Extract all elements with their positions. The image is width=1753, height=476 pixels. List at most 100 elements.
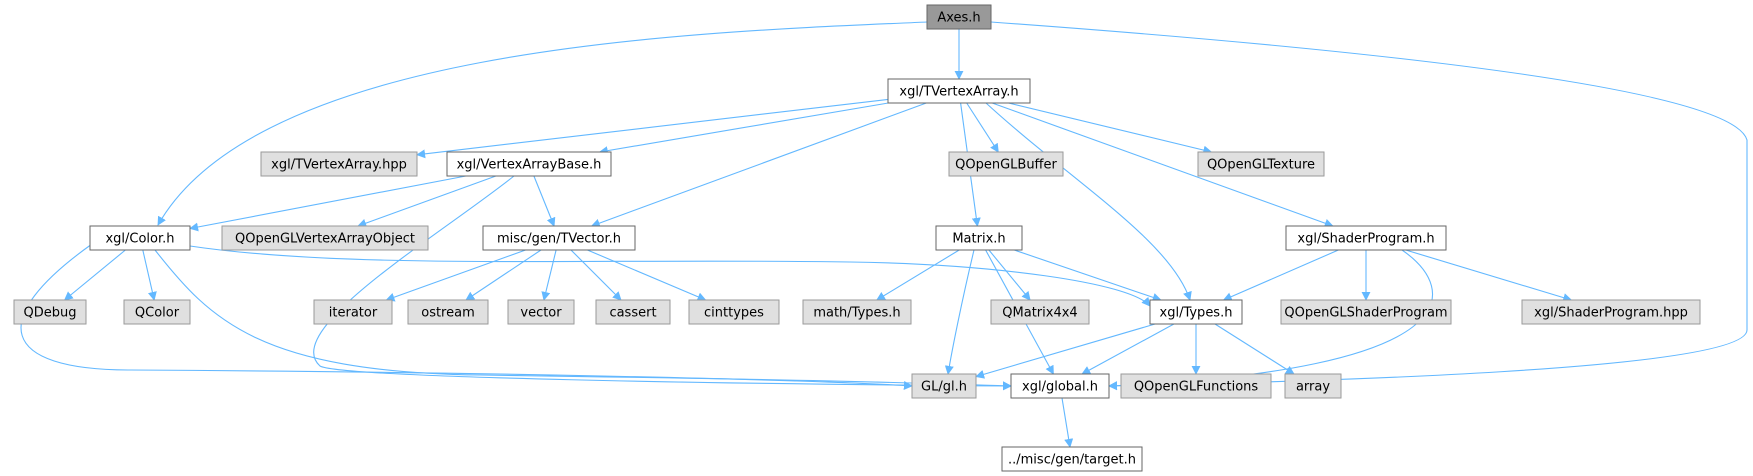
node-label: xgl/Color.h <box>105 232 174 247</box>
edges-layer <box>20 21 1748 448</box>
node-ostream: ostream <box>407 299 489 325</box>
node-box <box>1010 373 1110 399</box>
node-tvertexarray[interactable]: xgl/TVertexArray.h <box>887 78 1031 104</box>
node-box <box>1284 373 1342 399</box>
edge-tvector-to-ostream <box>465 249 542 301</box>
node-label: cassert <box>609 306 656 321</box>
node-box <box>1120 373 1272 399</box>
node-tvertexarray_hpp: xgl/TVertexArray.hpp <box>260 151 418 177</box>
node-tvector[interactable]: misc/gen/TVector.h <box>482 225 636 251</box>
node-box <box>482 225 636 251</box>
node-box <box>948 151 1064 177</box>
node-qcolor: QColor <box>123 299 191 325</box>
edge-arrow <box>1214 323 1295 375</box>
node-target[interactable]: ../misc/gen/target.h <box>1001 446 1143 472</box>
edge-arrow <box>416 98 889 159</box>
node-box <box>221 225 429 251</box>
node-qopenglvao: QOpenGLVertexArrayObject <box>221 225 429 251</box>
edge-arrow <box>1081 323 1175 375</box>
node-matrix[interactable]: Matrix.h <box>935 225 1023 251</box>
edge-arrow <box>590 102 927 228</box>
node-box <box>688 299 780 325</box>
edge-tvertexarray-to-tvector <box>590 102 927 228</box>
edge-vertexarraybase-to-qopenglvao <box>357 175 497 228</box>
edge-types-to-global <box>1081 323 1175 375</box>
node-box <box>1149 299 1243 325</box>
node-label: ostream <box>421 306 475 321</box>
edge-arrow <box>985 102 1192 301</box>
edge-color-to-qcolor <box>142 249 157 301</box>
edge-arrow <box>1061 397 1074 448</box>
node-box <box>911 373 977 399</box>
node-qdebug: QDebug <box>13 299 87 325</box>
edge-arrow <box>966 102 999 153</box>
edge-arrow <box>142 249 157 301</box>
edge-tvector-to-vector <box>541 249 557 301</box>
node-box <box>313 299 393 325</box>
edge-arrow <box>541 249 557 301</box>
node-box <box>89 225 191 251</box>
node-box <box>1197 151 1325 177</box>
node-label: QMatrix4x4 <box>1002 306 1077 321</box>
node-label: QOpenGLBuffer <box>955 158 1057 173</box>
edge-types-to-array <box>1214 323 1295 375</box>
nodes-layer: Axes.h xgl/TVertexArray.h xgl/TVertexArray… <box>13 4 1701 472</box>
edge-matrix-to-mathtypes <box>876 249 960 301</box>
edge-tvertexarray-to-shaderprogram <box>992 102 1334 228</box>
node-box <box>595 299 671 325</box>
node-qopenglfunctions: QOpenGLFunctions <box>1120 373 1272 399</box>
node-cassert: cassert <box>595 299 671 325</box>
node-label: misc/gen/TVector.h <box>497 232 621 247</box>
node-vector: vector <box>507 299 575 325</box>
edge-tvector-to-iterator <box>385 249 526 302</box>
node-iterator: iterator <box>313 299 393 325</box>
node-shaderprogram[interactable]: xgl/ShaderProgram.h <box>1285 225 1447 251</box>
edge-color-to-qdebug <box>63 249 126 301</box>
node-label: xgl/ShaderProgram.h <box>1297 232 1434 247</box>
edge-arrow <box>157 21 928 226</box>
edge-arrow <box>587 249 707 301</box>
node-box <box>935 225 1023 251</box>
node-vertexarraybase[interactable]: xgl/VertexArrayBase.h <box>446 151 612 177</box>
edge-matrix-to-types <box>1014 249 1162 302</box>
edge-types-to-glh <box>975 323 1156 379</box>
node-label: xgl/global.h <box>1022 380 1098 395</box>
node-label: Matrix.h <box>952 232 1005 247</box>
node-shaderprogram_hpp: xgl/ShaderProgram.hpp <box>1521 299 1701 325</box>
node-box <box>446 151 612 177</box>
edge-shaderprogram-to-shaderprogram_hpp <box>1405 249 1573 302</box>
edge-arrow <box>385 249 526 302</box>
edge-matrix-to-glh <box>944 249 975 375</box>
node-box <box>1280 299 1452 325</box>
node-box <box>507 299 575 325</box>
edge-arrow <box>988 249 1031 301</box>
node-color[interactable]: xgl/Color.h <box>89 225 191 251</box>
edge-tvertexarray-to-types <box>985 102 1192 301</box>
edge-tvertexarray-to-qopengltexture <box>1008 102 1213 155</box>
edge-arrow <box>189 175 467 232</box>
node-label: QOpenGLFunctions <box>1134 380 1259 395</box>
edge-axes-to-global <box>990 21 1748 391</box>
node-label: xgl/TVertexArray.h <box>899 85 1018 100</box>
node-qmatrix4x4: QMatrix4x4 <box>990 299 1090 325</box>
node-global[interactable]: xgl/global.h <box>1010 373 1110 399</box>
node-label: vector <box>520 306 562 321</box>
node-types[interactable]: xgl/Types.h <box>1149 299 1243 325</box>
edge-arrow <box>63 249 126 301</box>
node-label: QColor <box>135 306 180 321</box>
node-label: QDebug <box>24 306 77 321</box>
edge-arrow <box>357 175 497 228</box>
node-qopenglbuffer: QOpenGLBuffer <box>948 151 1064 177</box>
node-label: GL/gl.h <box>921 380 967 395</box>
edge-arrow <box>1014 249 1162 302</box>
node-array: array <box>1284 373 1342 399</box>
edge-tvertexarray-to-vertexarraybase <box>598 102 889 156</box>
edge-arrow <box>992 102 1334 228</box>
edge-matrix-to-qmatrix4x4 <box>988 249 1031 301</box>
node-label: ../misc/gen/target.h <box>1008 453 1136 468</box>
node-label: iterator <box>329 306 378 321</box>
node-label: math/Types.h <box>813 306 900 321</box>
node-axes: Axes.h <box>926 4 992 30</box>
node-label: QOpenGLVertexArrayObject <box>235 232 415 247</box>
